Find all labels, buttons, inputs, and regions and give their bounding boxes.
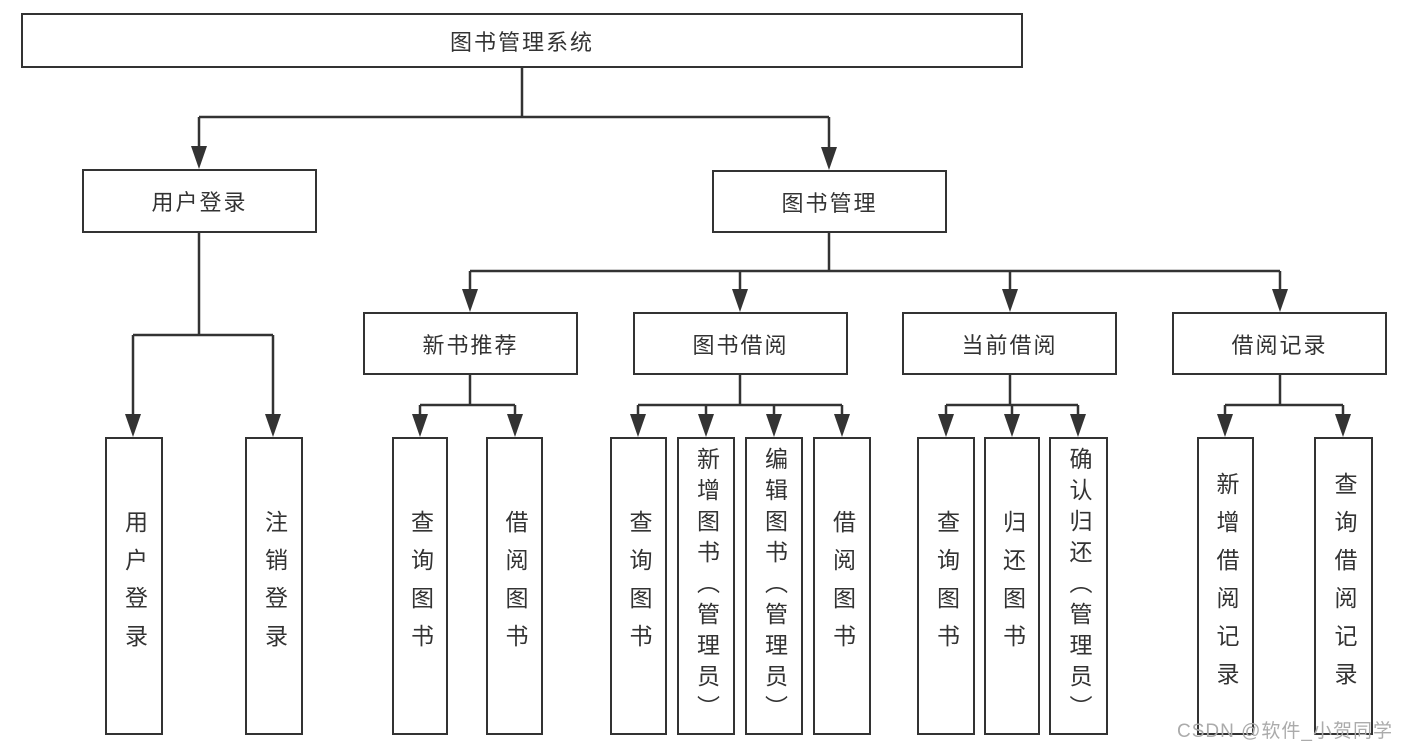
node-book-management: 图书管理	[712, 170, 947, 233]
leaf-logout: 注销登录	[245, 437, 303, 735]
leaf-logout-label: 注销登录	[261, 510, 288, 662]
node-current-borrowing: 当前借阅	[902, 312, 1117, 375]
node-new-book-recommendation: 新书推荐	[363, 312, 578, 375]
node-library-system-label: 图书管理系统	[449, 29, 594, 55]
node-borrowing-records-label: 借阅记录	[1231, 332, 1328, 358]
leaf-borrow-books-label: 借阅图书	[829, 510, 856, 662]
node-user-login: 用户登录	[82, 169, 317, 233]
leaf-return-books: 归还图书	[984, 437, 1040, 735]
node-book-borrowing: 图书借阅	[633, 312, 848, 375]
arrowheads	[125, 146, 1351, 437]
leaf-query-books-recommend: 查询图书	[392, 437, 448, 735]
leaf-query-borrow-record: 查询借阅记录	[1314, 437, 1373, 735]
leaf-add-books-admin-label: 新增图书（管理员）	[693, 446, 720, 726]
leaf-user-login-label: 用户登录	[121, 510, 148, 662]
leaf-borrow-books-recommend-label: 借阅图书	[502, 510, 528, 662]
csdn-watermark: CSDN @软件_小贺同学	[1177, 721, 1393, 742]
leaf-borrow-books: 借阅图书	[813, 437, 871, 735]
leaf-user-login: 用户登录	[105, 437, 163, 735]
leaf-query-books-current-label: 查询图书	[933, 510, 960, 662]
node-library-system: 图书管理系统	[21, 13, 1023, 68]
leaf-add-borrow-record: 新增借阅记录	[1197, 437, 1254, 735]
leaf-return-books-label: 归还图书	[999, 510, 1026, 662]
leaf-edit-books-admin: 编辑图书（管理员）	[745, 437, 803, 735]
leaf-add-borrow-record-label: 新增借阅记录	[1213, 472, 1239, 700]
node-borrowing-records: 借阅记录	[1172, 312, 1387, 375]
node-current-borrowing-label: 当前借阅	[961, 332, 1058, 358]
leaf-confirm-return-admin-label: 确认归还（管理员）	[1066, 446, 1092, 726]
leaf-query-books-borrowing: 查询图书	[610, 437, 667, 735]
leaf-borrow-books-recommend: 借阅图书	[486, 437, 543, 735]
leaf-confirm-return-admin: 确认归还（管理员）	[1049, 437, 1108, 735]
node-new-book-recommendation-label: 新书推荐	[422, 332, 519, 358]
leaf-query-books-recommend-label: 查询图书	[407, 510, 434, 662]
node-book-management-label: 图书管理	[781, 190, 878, 216]
leaf-add-books-admin: 新增图书（管理员）	[677, 437, 735, 735]
leaf-query-borrow-record-label: 查询借阅记录	[1331, 472, 1357, 700]
leaf-query-books-current: 查询图书	[917, 437, 975, 735]
leaf-query-books-borrowing-label: 查询图书	[626, 510, 652, 662]
node-book-borrowing-label: 图书借阅	[692, 332, 789, 358]
node-user-login-label: 用户登录	[151, 190, 248, 215]
leaf-edit-books-admin-label: 编辑图书（管理员）	[761, 446, 788, 726]
